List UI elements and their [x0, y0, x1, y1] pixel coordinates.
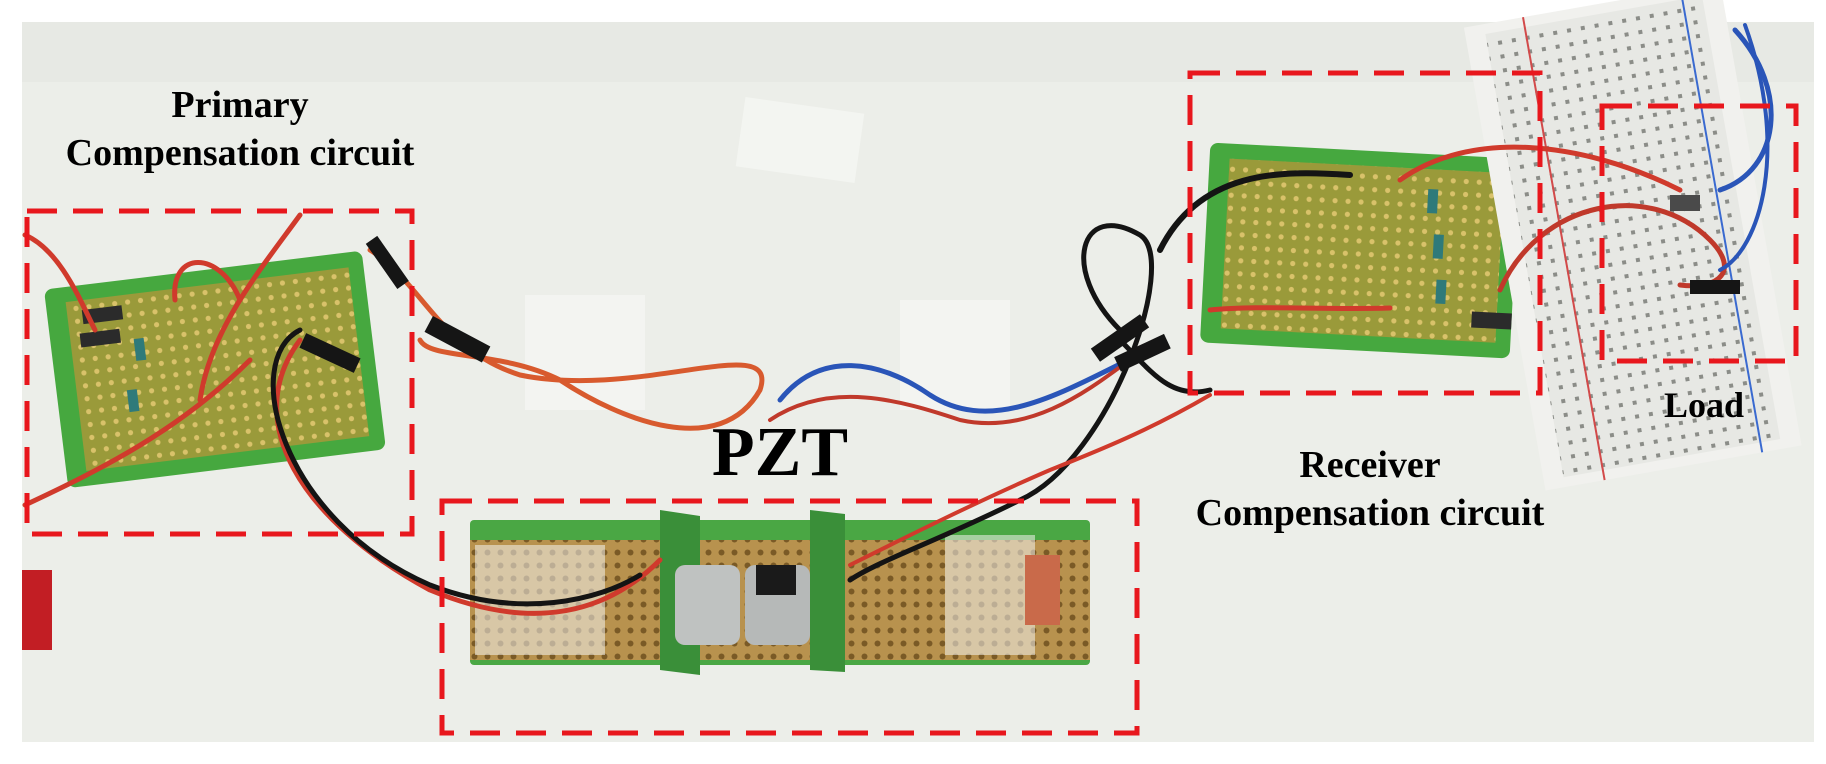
- primary-compensation-label: Primary Compensation circuit: [40, 82, 440, 177]
- tape: [735, 96, 865, 184]
- primary-label-line2: Compensation circuit: [65, 131, 415, 174]
- receiver-label-line2: Compensation circuit: [1195, 491, 1545, 534]
- receiver-circuit-box: [1187, 70, 1543, 396]
- primary-circuit-box: [24, 208, 415, 537]
- highlight-boxes: [24, 70, 1799, 736]
- load-box: [1599, 103, 1799, 364]
- connectors: [299, 195, 1740, 373]
- red-clip: [22, 570, 52, 650]
- pzt-label: PZT: [711, 414, 849, 491]
- load-label: Load: [1663, 385, 1745, 425]
- primary-pcb: [44, 251, 386, 488]
- pzt-board: [470, 510, 1090, 675]
- tape: [900, 300, 1010, 410]
- breadboard: [1463, 0, 1802, 491]
- primary-label-line1: Primary: [171, 84, 309, 126]
- receiver-label-line1: Receiver: [1299, 444, 1441, 486]
- pzt-box: [439, 498, 1140, 736]
- receiver-compensation-label: Receiver Compensation circuit: [1150, 442, 1590, 537]
- tape: [525, 295, 645, 410]
- receiver-pcb: [1200, 142, 1520, 359]
- wires: [22, 23, 1774, 616]
